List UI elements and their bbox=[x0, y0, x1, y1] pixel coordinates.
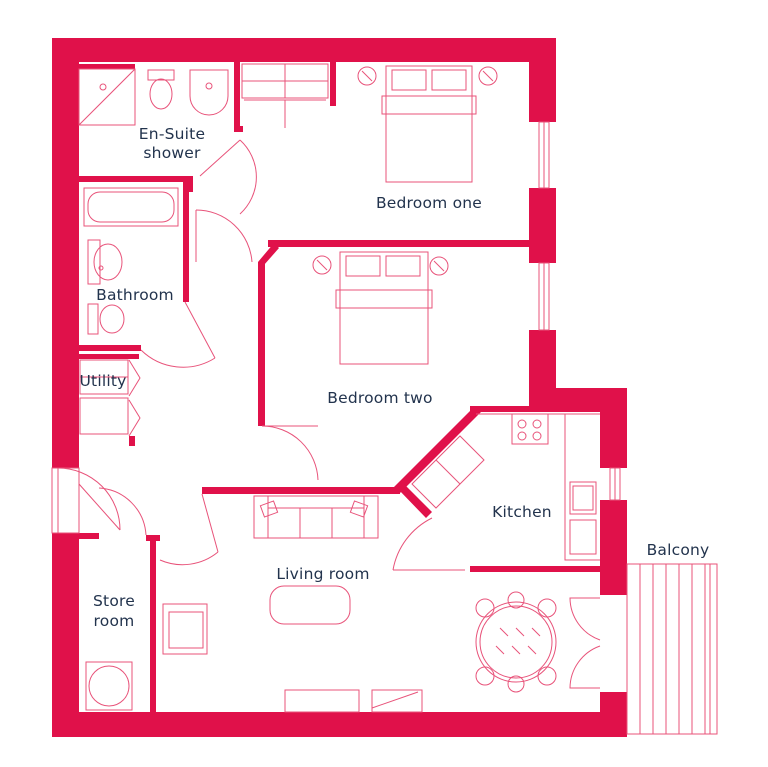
label-ensuite-line2: shower bbox=[143, 144, 201, 162]
double-bed-two bbox=[312, 251, 449, 365]
utility-cupboards bbox=[79, 359, 129, 435]
balcony-decking bbox=[626, 563, 718, 735]
store-fixtures bbox=[85, 661, 133, 711]
label-living-room: Living room bbox=[276, 565, 369, 583]
wardrobe bbox=[241, 63, 329, 128]
kitchen-units bbox=[411, 413, 600, 561]
label-ensuite-line1: En-Suite bbox=[139, 125, 205, 143]
label-bathroom: Bathroom bbox=[96, 286, 174, 304]
living-furniture bbox=[162, 495, 557, 713]
label-store-line1: Store bbox=[93, 592, 135, 610]
label-store-line2: room bbox=[94, 612, 135, 630]
label-bedroom-two: Bedroom two bbox=[327, 389, 432, 407]
ensuite-fixtures bbox=[78, 68, 229, 126]
room-labels: En-Suite shower Bedroom one Bathroom Bed… bbox=[80, 125, 710, 630]
label-kitchen: Kitchen bbox=[492, 503, 552, 521]
label-balcony: Balcony bbox=[647, 541, 710, 559]
label-utility: Utility bbox=[80, 372, 127, 390]
doors bbox=[57, 139, 601, 689]
walls bbox=[52, 38, 627, 737]
windows bbox=[51, 121, 621, 534]
label-bedroom-one: Bedroom one bbox=[376, 194, 482, 212]
double-bed-one bbox=[357, 65, 498, 183]
bathroom-fixtures bbox=[83, 187, 179, 335]
